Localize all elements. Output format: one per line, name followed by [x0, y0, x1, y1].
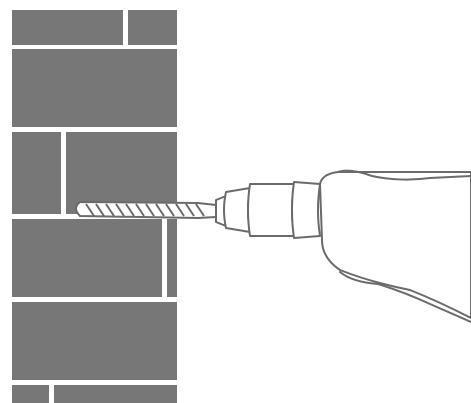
- chuck-front: [223, 187, 251, 233]
- bit-flute: [155, 203, 165, 217]
- hand-fingers: [339, 271, 471, 323]
- brick: [12, 219, 162, 297]
- bit-flute: [175, 203, 185, 217]
- bit-flute: [115, 203, 125, 217]
- bit-flute: [85, 203, 95, 217]
- brick: [12, 302, 177, 380]
- bit-flute: [125, 203, 135, 217]
- brick-wall: [12, 10, 177, 403]
- brick: [12, 10, 123, 45]
- drill-body: [319, 171, 471, 319]
- brick: [12, 49, 177, 127]
- hand-outline: [337, 169, 471, 181]
- bit-flute: [165, 203, 175, 217]
- drill-chuck: [215, 181, 321, 239]
- bit-flute: [145, 203, 155, 217]
- brick: [54, 385, 177, 403]
- brick: [167, 219, 177, 297]
- chuck-ring: [291, 181, 321, 239]
- bit-flute: [135, 203, 145, 217]
- hand: [337, 169, 471, 323]
- brick: [12, 385, 49, 403]
- bit-flute: [195, 203, 205, 217]
- bit-flute: [95, 203, 105, 217]
- bit-flute: [105, 203, 115, 217]
- bit-spiral: [85, 203, 205, 217]
- chuck-collar: [247, 183, 295, 237]
- drill-housing: [319, 171, 471, 319]
- brick: [66, 132, 177, 214]
- drill-bit: [75, 201, 217, 219]
- brick: [128, 10, 177, 45]
- bit-flute: [185, 203, 195, 217]
- brick: [12, 132, 61, 214]
